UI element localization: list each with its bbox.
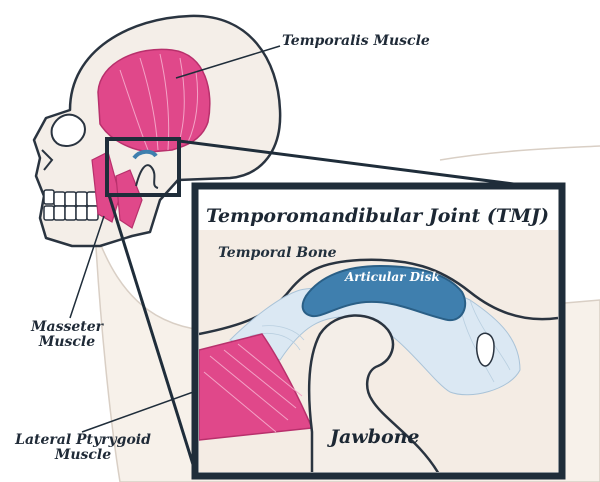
small-joint-disk bbox=[132, 149, 158, 160]
temporalis-label: Temporalis Muscle bbox=[282, 33, 430, 49]
teeth bbox=[43, 189, 99, 221]
jawbone-label: Jawbone bbox=[330, 426, 420, 448]
zoom-connector-bottom bbox=[107, 194, 198, 475]
zoom-connector-top bbox=[178, 139, 561, 192]
articular-disk-label: Articular Disk bbox=[345, 270, 440, 284]
temporal-bone-label: Temporal Bone bbox=[218, 245, 337, 261]
articular-disk bbox=[301, 264, 467, 322]
lateral-pterygoid-label: Lateral Ptyrygoid Muscle bbox=[15, 432, 151, 464]
temporalis-muscle bbox=[97, 48, 211, 153]
masseter-label: Masseter Muscle bbox=[31, 319, 103, 351]
shoulder-line bbox=[439, 145, 600, 161]
zoom-box-small bbox=[105, 137, 181, 197]
jawbone-condyle bbox=[307, 314, 440, 472]
leader-temporalis bbox=[175, 45, 281, 79]
tmj-title: Temporomandibular Joint (TMJ) bbox=[206, 205, 550, 227]
pterygoid-fibers bbox=[203, 343, 303, 433]
title-band bbox=[199, 190, 558, 230]
leader-masseter bbox=[69, 215, 105, 319]
nasal-cavity bbox=[41, 149, 54, 171]
eye-socket bbox=[50, 113, 86, 148]
small-joint-condyle bbox=[135, 164, 159, 189]
ligament-loop bbox=[475, 332, 495, 367]
